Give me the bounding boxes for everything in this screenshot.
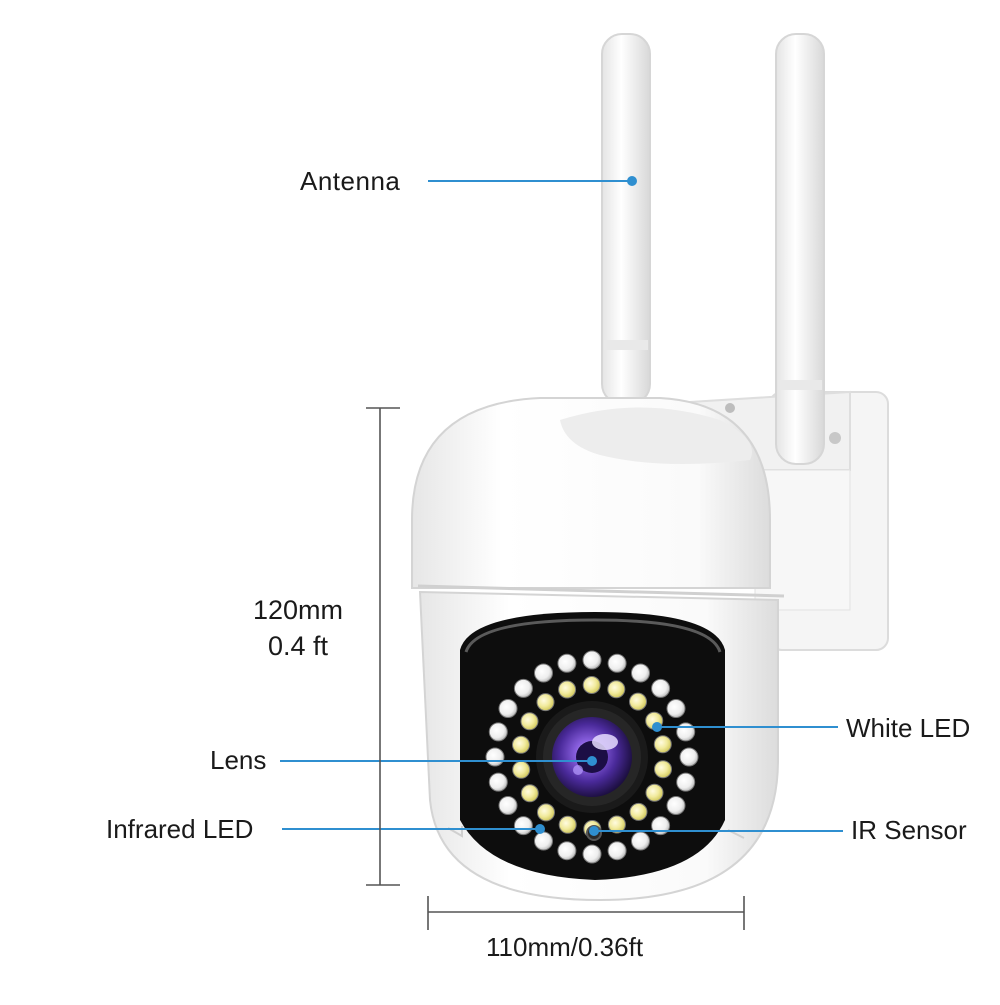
white-led bbox=[629, 802, 648, 821]
led-ring bbox=[485, 650, 699, 864]
white-led bbox=[607, 815, 626, 834]
infrared-led bbox=[666, 699, 686, 718]
white-led bbox=[582, 676, 601, 694]
infrared-led-label: Infrared LED bbox=[106, 814, 254, 844]
antenna-callout-line bbox=[428, 176, 637, 186]
infrared-led bbox=[534, 663, 553, 683]
white-led bbox=[512, 735, 530, 754]
infrared-led bbox=[488, 772, 508, 792]
infrared-led bbox=[666, 796, 686, 815]
infrared-led bbox=[676, 772, 696, 792]
lens-label: Lens bbox=[210, 745, 267, 775]
white-led bbox=[520, 784, 539, 803]
height-mm: 120mm bbox=[252, 595, 344, 625]
antenna-left bbox=[601, 33, 651, 405]
white-led-label: White LED bbox=[846, 713, 971, 743]
width-dimension-marker bbox=[427, 896, 745, 930]
height-ft: 0.4 ft bbox=[267, 631, 329, 661]
white-led bbox=[629, 692, 647, 711]
white-led bbox=[654, 760, 672, 779]
infrared-led bbox=[607, 653, 627, 673]
infrared-led bbox=[498, 796, 518, 815]
infrared-led bbox=[513, 678, 533, 698]
white-led bbox=[558, 815, 577, 834]
infrared-led bbox=[631, 663, 650, 683]
antenna-label: Antenna bbox=[300, 166, 401, 196]
white-led bbox=[520, 712, 539, 731]
infrared-led bbox=[513, 816, 533, 836]
width-dimension-label: 110mm/0.36ft bbox=[486, 932, 644, 962]
infrared-led bbox=[607, 841, 627, 861]
infrared-led bbox=[676, 722, 696, 742]
height-dimension-marker bbox=[366, 407, 400, 886]
lens-callout-line bbox=[280, 756, 597, 766]
infrared-led-callout-line bbox=[282, 824, 545, 834]
infrared-led bbox=[582, 650, 602, 670]
infrared-led bbox=[651, 678, 671, 698]
white-led bbox=[558, 680, 577, 699]
white-led bbox=[536, 693, 555, 712]
ir-sensor-callout-line bbox=[589, 826, 843, 836]
infrared-led bbox=[485, 747, 505, 767]
ir-sensor-label: IR Sensor bbox=[851, 815, 967, 845]
infrared-led bbox=[488, 722, 508, 742]
infrared-led bbox=[679, 747, 699, 767]
infrared-led bbox=[557, 841, 577, 861]
white-led-callout-line bbox=[652, 722, 838, 732]
height-dimension-label: 120mm 0.4 ft bbox=[238, 592, 358, 664]
infrared-led bbox=[631, 831, 650, 851]
camera-dome bbox=[411, 397, 785, 598]
white-led bbox=[537, 803, 555, 822]
white-led bbox=[645, 783, 664, 802]
infrared-led bbox=[534, 831, 553, 851]
antenna-right bbox=[775, 33, 825, 465]
infrared-led bbox=[557, 653, 577, 673]
white-led bbox=[512, 760, 531, 779]
infrared-led bbox=[582, 844, 602, 864]
white-led bbox=[653, 735, 672, 754]
infrared-led bbox=[498, 699, 518, 718]
white-led bbox=[607, 680, 626, 699]
